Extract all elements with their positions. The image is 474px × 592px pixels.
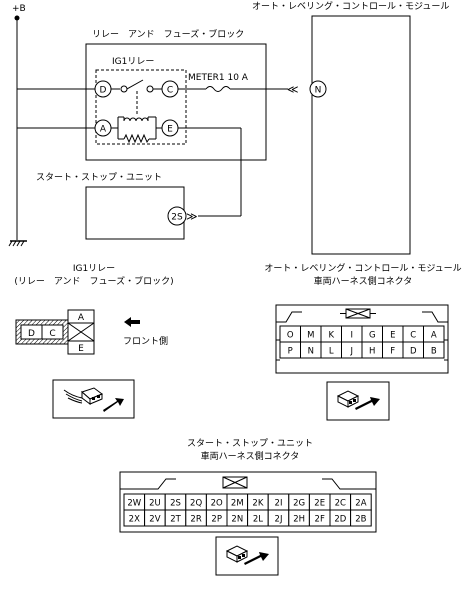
relay-connector-face: D C A E — [15, 309, 95, 355]
pin-label: 2J — [275, 515, 283, 525]
supply-terminal — [14, 15, 20, 21]
pin-label: 2A — [355, 499, 366, 509]
pin-label: G — [369, 331, 376, 341]
start-unit-title: スタート・ストップ・ユニット — [36, 172, 162, 183]
module-connector-view-icon — [326, 381, 390, 421]
pin-label: M — [307, 331, 314, 341]
start-connector-title-1: スタート・ストップ・ユニット — [187, 438, 313, 449]
relay-connector-title-1: IG1リレー — [73, 264, 115, 274]
pin-label: 2V — [149, 515, 160, 525]
pin-label: B — [431, 347, 437, 357]
pin-label: 2U — [149, 499, 161, 509]
front-label: フロント側 — [123, 335, 168, 347]
relay-fuse-block — [85, 43, 267, 161]
pin-label: 2W — [127, 499, 141, 509]
relay-pin-A: A — [78, 313, 85, 323]
relay-pin-E: E — [78, 344, 84, 354]
start-connector-view-icon — [215, 536, 279, 576]
start-connector-face: 2W 2U 2S 2Q 2O 2M 2K 2I 2G 2E 2C 2A 2X 2V 2T 2R 2P 2N 2L 2J… — [119, 471, 377, 533]
pin-label: 2S — [170, 499, 181, 509]
terminal-D: D — [94, 80, 112, 98]
pin-label: N — [308, 347, 314, 357]
connector-mark-N: ≪ — [287, 83, 299, 96]
terminal-2S: 2S — [167, 206, 187, 226]
fuse-label: METER1 10 A — [188, 73, 249, 83]
relay-boundary — [95, 69, 187, 145]
pin-label: A — [431, 331, 437, 341]
module-connector-title-2: 車両ハーネス側コネクタ — [314, 275, 413, 287]
svg-text:D: D — [100, 86, 107, 96]
pin-cell — [350, 509, 372, 527]
pin-label: 2K — [252, 499, 263, 509]
pin-label: 2T — [170, 515, 181, 525]
pin-label: 2E — [314, 499, 325, 509]
relay-pin-C: C — [49, 329, 55, 339]
pin-label: 2G — [293, 499, 305, 509]
terminal-E: E — [161, 119, 179, 137]
relay-label: IG1リレー — [112, 57, 154, 67]
pin-label: 2X — [129, 515, 140, 525]
relay-pin-D: D — [28, 329, 35, 339]
terminal-C: C — [161, 80, 179, 98]
pin-label: 2M — [231, 499, 244, 509]
pin-label: C — [410, 331, 416, 341]
svg-text:2S: 2S — [171, 213, 183, 223]
pin-label: F — [390, 347, 395, 357]
svg-text:C: C — [167, 86, 173, 96]
pin-label: K — [328, 331, 334, 341]
pin-label: 2P — [211, 515, 222, 525]
pin-label: O — [287, 331, 294, 341]
terminal-A: A — [94, 119, 112, 137]
connector-mark-2S: ≫ — [186, 210, 198, 223]
module-connector-title-1: オート・レベリング・コントロール・モジュール — [264, 262, 461, 274]
svg-text:A: A — [100, 125, 107, 135]
pin-label: E — [390, 331, 395, 341]
pin-label: I — [350, 331, 353, 341]
pin-label: 2O — [211, 499, 223, 509]
supply-label: +B — [12, 4, 26, 14]
terminal-N: N — [309, 80, 327, 98]
pin-label: 2H — [293, 515, 305, 525]
pin-label: D — [410, 347, 417, 357]
pin-label: 2N — [231, 515, 243, 525]
module-box — [311, 15, 411, 255]
pin-label: 2D — [334, 515, 346, 525]
pin-label: 2R — [190, 515, 201, 525]
pin-label: 2Q — [190, 499, 202, 509]
pin-label: 2F — [315, 515, 325, 525]
fuse-icon — [205, 86, 231, 92]
pin-label: L — [329, 347, 334, 357]
pin-label: 2I — [275, 499, 283, 509]
pin-label: 2B — [355, 515, 366, 525]
pin-label: 2L — [253, 515, 263, 525]
relay-coil — [111, 116, 162, 144]
relay-connector-view-icon — [52, 379, 135, 419]
pin-label: J — [349, 347, 353, 357]
pin-label: P — [288, 347, 293, 357]
relay-connector-title-2: (リレー アンド フューズ・ブロック) — [14, 275, 173, 287]
relay-switch — [111, 79, 162, 116]
svg-text:N: N — [315, 86, 322, 96]
pin-label: 2C — [335, 499, 346, 509]
start-connector-title-2: 車両ハーネス側コネクタ — [201, 450, 300, 462]
arrow-left-icon — [124, 317, 140, 327]
ground-icon — [8, 240, 27, 247]
relay-box-title: リレー アンド フューズ・ブロック — [92, 28, 244, 40]
pin-cell — [423, 341, 445, 359]
module-connector-face: O M K I G E C A P N L J H F D B — [275, 304, 449, 374]
svg-text:E: E — [167, 125, 173, 135]
pin-label: H — [369, 347, 375, 357]
module-title: オート・レベリング・コントロール・モジュール — [252, 0, 449, 12]
